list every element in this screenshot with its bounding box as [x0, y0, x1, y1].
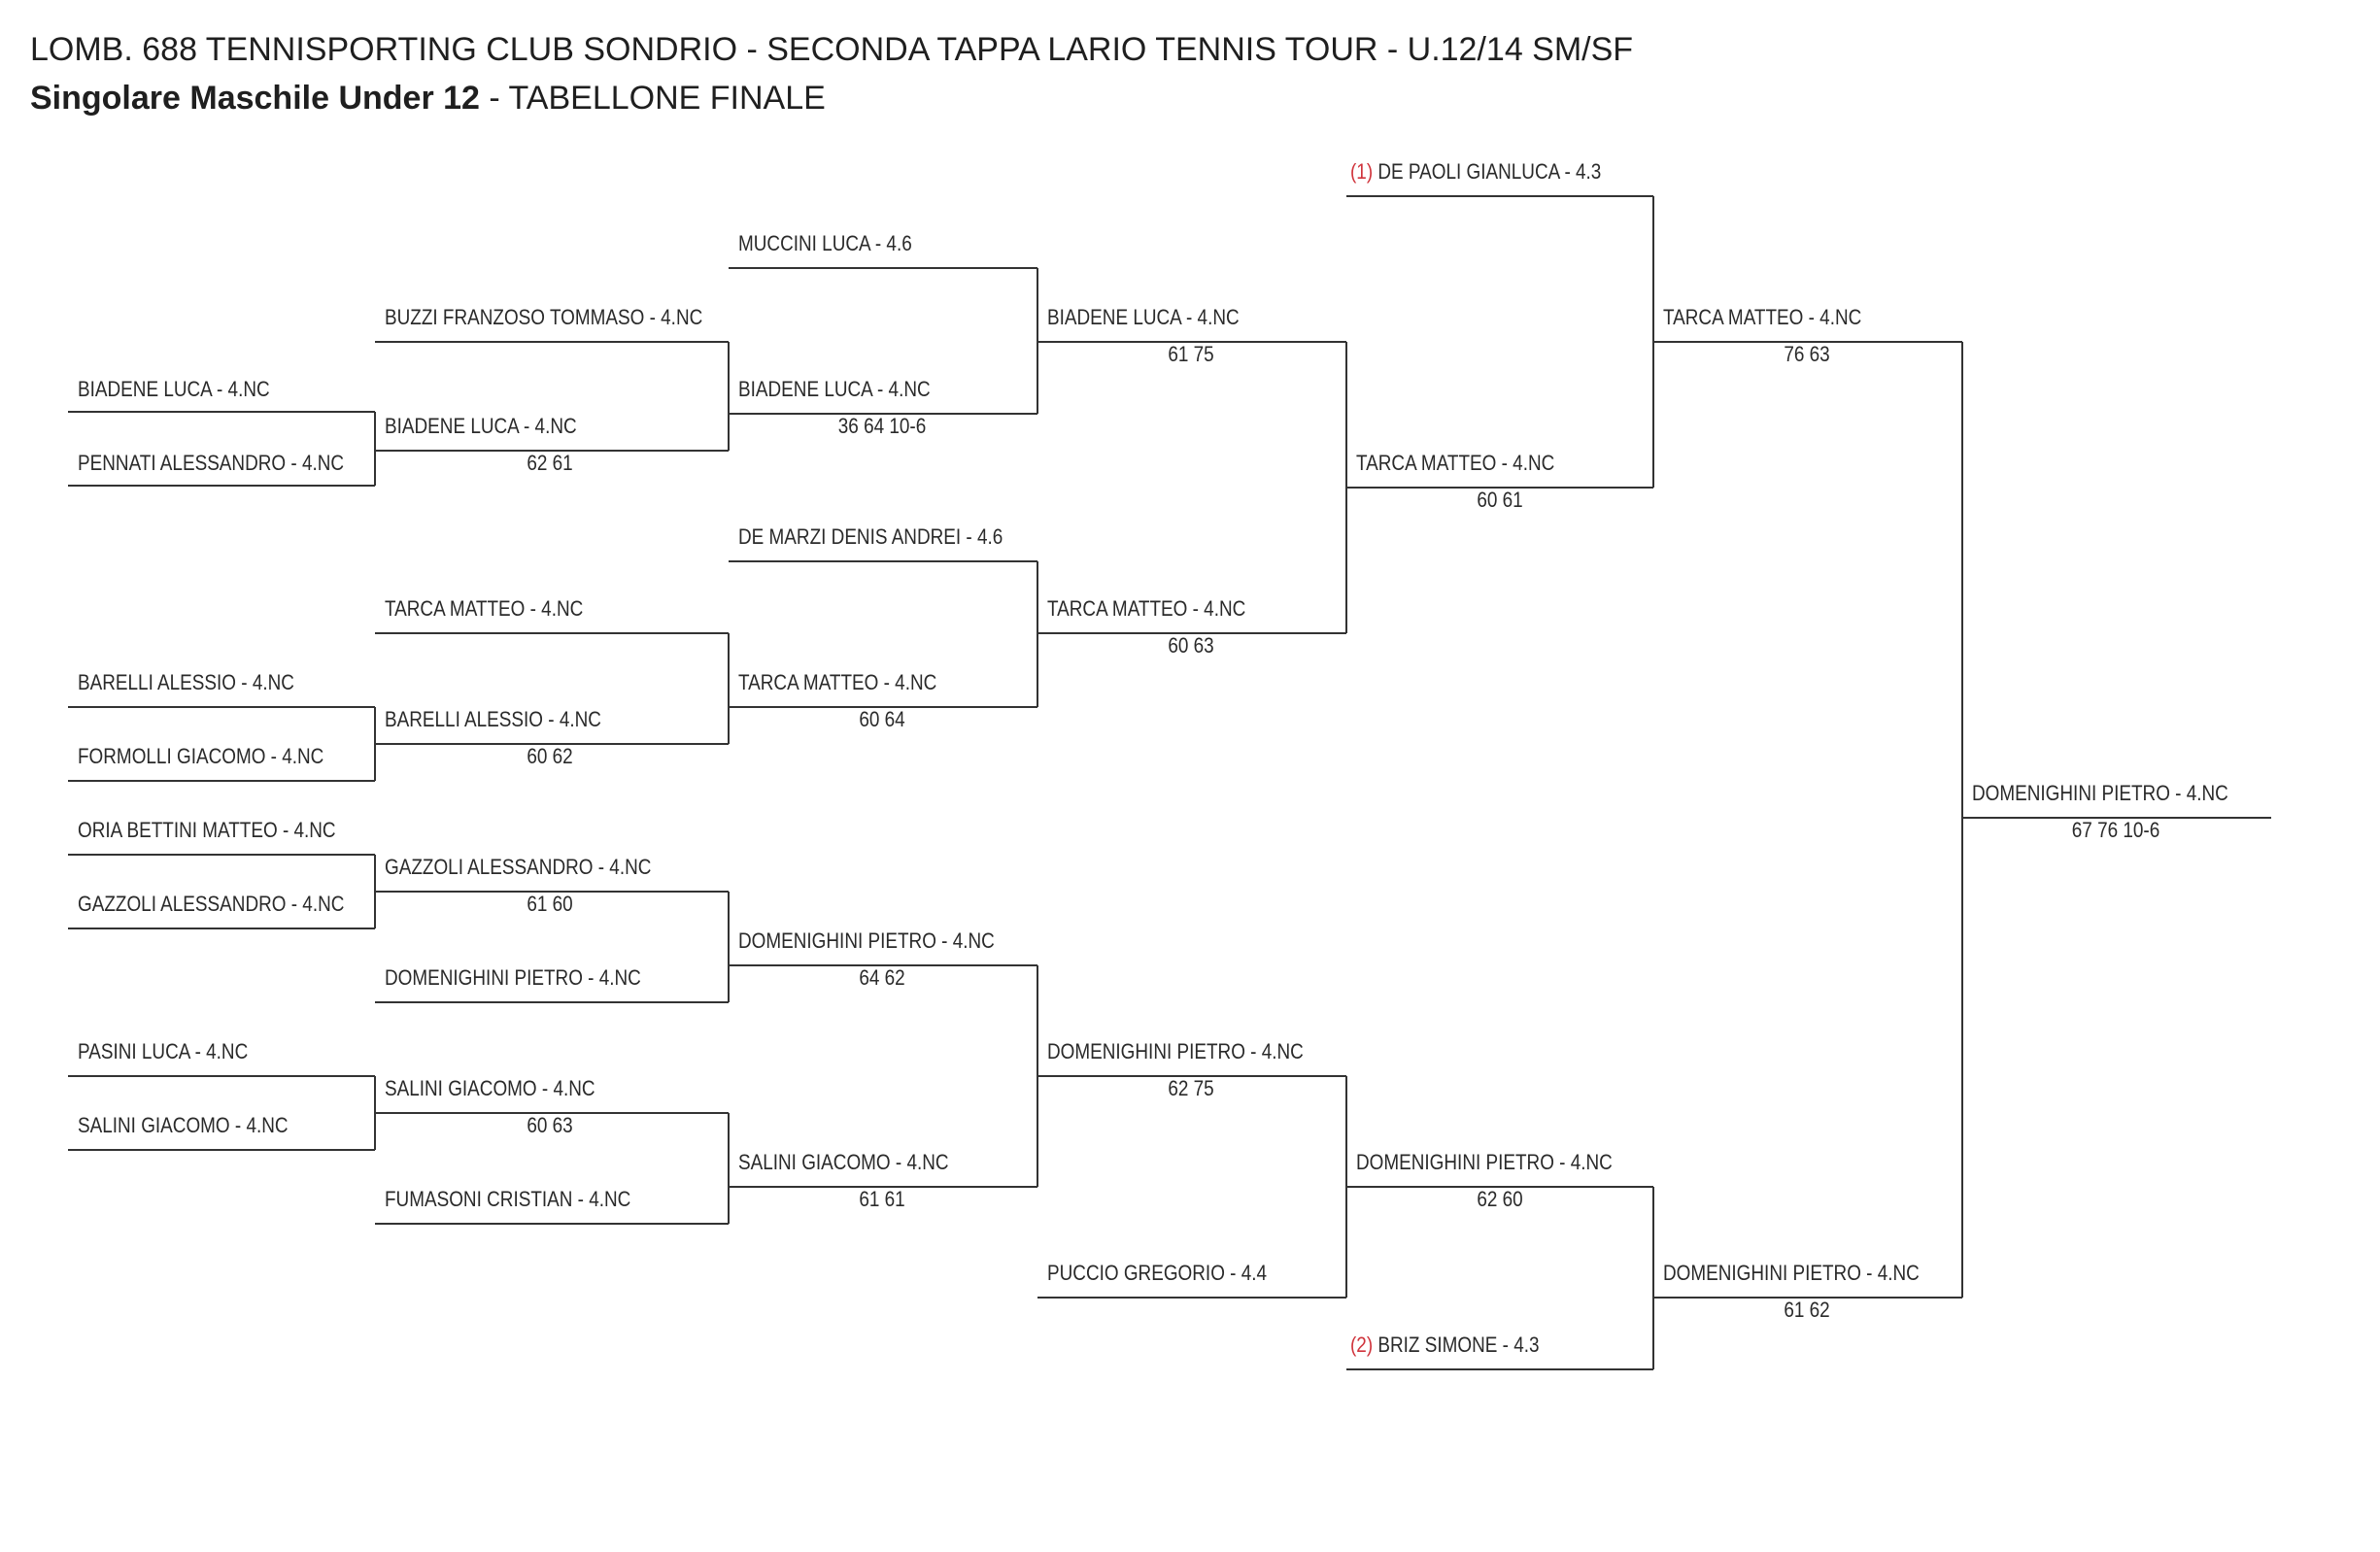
r4-score-3: 62 75: [1168, 1076, 1214, 1100]
r4-player-2: TARCA MATTEO - 4.NC: [1047, 596, 1246, 621]
r2-player-8: FUMASONI CRISTIAN - 4.NC: [385, 1187, 631, 1211]
r2-score-2: 62 61: [527, 451, 573, 475]
r6-score-1: 76 63: [1784, 342, 1830, 366]
r3-score-4: 60 64: [859, 707, 905, 731]
r3-player-4: TARCA MATTEO - 4.NC: [738, 670, 937, 694]
r2-score-7: 60 63: [527, 1113, 573, 1137]
final-score: 67 76 10-6: [2071, 818, 2160, 842]
r5-player-1-name: DE PAOLI GIANLUCA - 4.3: [1377, 159, 1602, 184]
page-header: LOMB. 688 TENNISPORTING CLUB SONDRIO - S…: [30, 25, 1633, 122]
champion-name: DOMENIGHINI PIETRO - 4.NC: [1972, 781, 2228, 805]
r1-player-3: BARELLI ALESSIO - 4.NC: [78, 670, 294, 694]
r6-score-2: 61 62: [1784, 1298, 1830, 1322]
r3-score-6: 61 61: [859, 1187, 905, 1211]
r2-player-4: BARELLI ALESSIO - 4.NC: [385, 707, 601, 731]
r5-score-2: 60 61: [1477, 488, 1523, 512]
r4-player-1: BIADENE LUCA - 4.NC: [1047, 305, 1240, 329]
r4-score-1: 61 75: [1168, 342, 1214, 366]
r2-player-6: DOMENIGHINI PIETRO - 4.NC: [385, 965, 641, 990]
r2-player-7: SALINI GIACOMO - 4.NC: [385, 1076, 595, 1100]
r3-player-2: BIADENE LUCA - 4.NC: [738, 377, 931, 401]
r2-player-2: BIADENE LUCA - 4.NC: [385, 414, 577, 438]
seed-badge: (1): [1350, 159, 1374, 184]
r6-player-2: DOMENIGHINI PIETRO - 4.NC: [1663, 1261, 1920, 1285]
r2-score-4: 60 62: [527, 744, 573, 768]
r4-player-4: PUCCIO GREGORIO - 4.4: [1047, 1261, 1268, 1285]
r3-score-5: 64 62: [859, 965, 905, 990]
r2-player-5: GAZZOLI ALESSANDRO - 4.NC: [385, 855, 652, 879]
r4-player-3: DOMENIGHINI PIETRO - 4.NC: [1047, 1039, 1304, 1063]
r1-player-7: PASINI LUCA - 4.NC: [78, 1039, 249, 1063]
r6-player-1: TARCA MATTEO - 4.NC: [1663, 305, 1862, 329]
event-name: Singolare Maschile Under 12: [30, 80, 480, 117]
r5-score-3: 62 60: [1477, 1187, 1523, 1211]
r1-player-6: GAZZOLI ALESSANDRO - 4.NC: [78, 892, 345, 916]
draw-subtitle: Singolare Maschile Under 12 - TABELLONE …: [30, 74, 1633, 122]
r1-player-2: PENNATI ALESSANDRO - 4.NC: [78, 451, 345, 475]
r1-player-8: SALINI GIACOMO - 4.NC: [78, 1113, 289, 1137]
seed-badge: (2): [1350, 1333, 1374, 1357]
r3-score-2: 36 64 10-6: [837, 414, 927, 438]
r3-player-3: DE MARZI DENIS ANDREI - 4.6: [738, 524, 1003, 549]
r3-player-6: SALINI GIACOMO - 4.NC: [738, 1150, 949, 1174]
r4-score-2: 60 63: [1168, 633, 1214, 658]
r1-player-1: BIADENE LUCA - 4.NC: [78, 377, 270, 401]
r3-player-1: MUCCINI LUCA - 4.6: [738, 231, 912, 255]
r1-player-5: ORIA BETTINI MATTEO - 4.NC: [78, 818, 336, 842]
r2-player-3: TARCA MATTEO - 4.NC: [385, 596, 584, 621]
draw-type: - TABELLONE FINALE: [479, 80, 826, 117]
r2-score-5: 61 60: [527, 892, 573, 916]
r1-player-4: FORMOLLI GIACOMO - 4.NC: [78, 744, 324, 768]
r5-player-1: (1) DE PAOLI GIANLUCA - 4.3: [1350, 159, 1601, 185]
r5-player-4: (2) BRIZ SIMONE - 4.3: [1350, 1333, 1540, 1358]
r5-player-3: DOMENIGHINI PIETRO - 4.NC: [1356, 1150, 1613, 1174]
r2-player-1: BUZZI FRANZOSO TOMMASO - 4.NC: [385, 305, 703, 329]
r3-player-5: DOMENIGHINI PIETRO - 4.NC: [738, 928, 995, 953]
tournament-title: LOMB. 688 TENNISPORTING CLUB SONDRIO - S…: [30, 31, 1634, 68]
r5-player-2: TARCA MATTEO - 4.NC: [1356, 451, 1555, 475]
r5-player-4-name: BRIZ SIMONE - 4.3: [1377, 1333, 1540, 1357]
